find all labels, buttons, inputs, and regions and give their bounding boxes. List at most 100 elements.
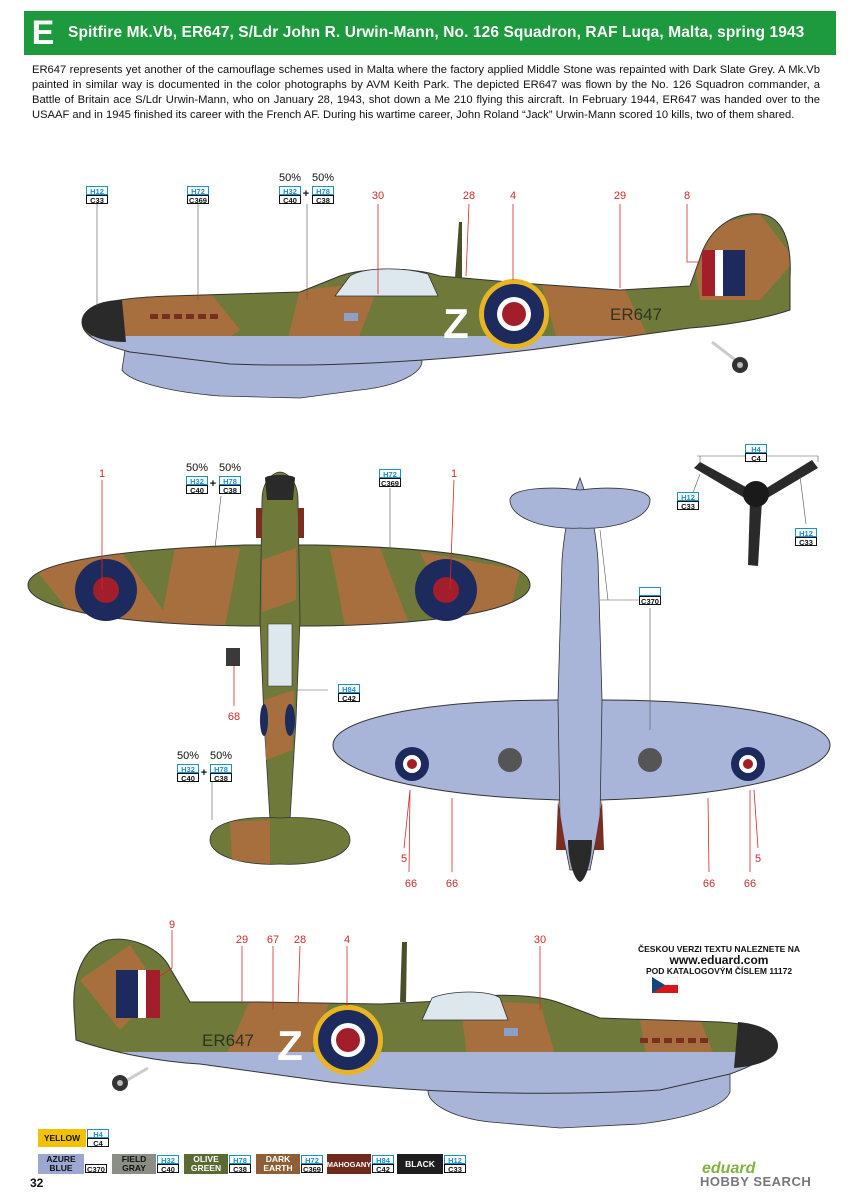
- legend-field-gray: FIELD GRAY: [112, 1154, 156, 1174]
- mix-mid-plus: +: [210, 478, 216, 490]
- note-line-1: ČESKOU VERZI TEXTU NALEZNETE NA: [638, 944, 800, 954]
- gray-leader-lines: [96, 204, 819, 820]
- legend-earth-h: H72: [301, 1155, 323, 1165]
- code-h72-mid: H72: [379, 469, 401, 479]
- mix-top-a: 50%: [279, 172, 301, 184]
- code-c42-mid: C42: [338, 693, 360, 703]
- czech-flag-icon: [652, 977, 678, 993]
- code-c38-top: C38: [312, 195, 334, 205]
- code-blank-under: [639, 587, 661, 596]
- legend-earth-1: DARK: [265, 1154, 291, 1164]
- history-description: ER647 represents yet another of the camo…: [32, 64, 820, 121]
- code-c40-low: C40: [177, 773, 199, 783]
- side-profile-left: Z ER647: [81, 213, 791, 399]
- hobby-search-watermark: HOBBY SEARCH: [700, 1174, 812, 1189]
- code-c369-mid: C369: [379, 478, 401, 488]
- mix-low-a: 50%: [177, 750, 199, 762]
- callout-1-right: 1: [451, 468, 457, 480]
- callout-4: 4: [510, 190, 516, 202]
- legend-azure-1: AZURE: [46, 1154, 76, 1164]
- note-url: www.eduard.com: [669, 953, 769, 967]
- eduard-logo: eduard: [702, 1160, 756, 1177]
- code-h72-top: H72: [187, 186, 209, 196]
- code-h78-low: H78: [210, 764, 232, 774]
- scheme-title: Spitfire Mk.Vb, ER647, S/Ldr John R. Urw…: [68, 24, 805, 41]
- code-c38-mid: C38: [219, 485, 241, 495]
- code-h12-spinner: H12: [86, 186, 108, 196]
- eduard-czech-note: ČESKOU VERZI TEXTU NALEZNETE NA www.edua…: [612, 944, 826, 977]
- code-letter-top: Z: [443, 300, 469, 347]
- legend-azure-blue: AZURE BLUE: [38, 1154, 84, 1174]
- legend-earth-c: C369: [301, 1164, 323, 1174]
- mix-low-plus: +: [201, 767, 207, 779]
- code-h78-top: H78: [312, 186, 334, 196]
- callout-66-b: 66: [446, 878, 458, 890]
- mix-top-b: 50%: [312, 172, 334, 184]
- scheme-letter: E: [31, 13, 55, 52]
- serial-bottom: ER647: [202, 1031, 254, 1050]
- legend-yellow-c: C4: [87, 1138, 109, 1148]
- code-h84-mid: H84: [338, 684, 360, 694]
- code-h78-mid: H78: [219, 476, 241, 486]
- legend-mahogany-c: C42: [372, 1164, 394, 1174]
- legend-mahogany-h: H84: [372, 1155, 394, 1165]
- code-c33-spinner: C33: [86, 195, 108, 205]
- code-c4-prop: C4: [745, 453, 767, 463]
- code-h4-prop: H4: [745, 444, 767, 454]
- legend-black-h: H12: [444, 1155, 466, 1165]
- red-leader-lines: [101, 203, 759, 1010]
- legend-olive-h: H78: [229, 1155, 251, 1165]
- serial-top: ER647: [610, 305, 662, 324]
- plan-view-top: [27, 471, 531, 865]
- mix-labels: 50% 50% + 50% 50% + 50% 50% +: [177, 172, 334, 779]
- code-c33-prop-a: C33: [677, 501, 699, 511]
- callout-5-left: 5: [401, 853, 407, 865]
- callout-1-left: 1: [99, 468, 105, 480]
- code-h32-top: H32: [279, 186, 301, 196]
- code-h12-prop-a: H12: [677, 492, 699, 502]
- legend-azure-2: BLUE: [49, 1163, 73, 1173]
- callout-66-a: 66: [405, 878, 417, 890]
- callout-30: 30: [372, 190, 384, 202]
- callout-5-right: 5: [755, 853, 761, 865]
- legend-olive-c: C38: [229, 1164, 251, 1174]
- callout-28-b: 28: [294, 934, 306, 946]
- mix-mid-a: 50%: [186, 462, 208, 474]
- callout-4-b: 4: [344, 934, 350, 946]
- mix-top-plus: +: [303, 188, 309, 200]
- code-c40-mid: C40: [186, 485, 208, 495]
- callout-29-b: 29: [236, 934, 248, 946]
- mix-low-b: 50%: [210, 750, 232, 762]
- legend-dark-earth: DARK EARTH: [256, 1154, 300, 1174]
- code-c40-top: C40: [279, 195, 301, 205]
- code-h32-mid: H32: [186, 476, 208, 486]
- callout-8: 8: [684, 190, 690, 202]
- code-c33-prop-b: C33: [795, 537, 817, 547]
- legend-black: BLACK: [397, 1154, 443, 1174]
- plan-view-underside: [332, 476, 831, 882]
- legend-earth-2: EARTH: [263, 1163, 293, 1173]
- callout-67: 67: [267, 934, 279, 946]
- legend-field-h: H32: [157, 1155, 179, 1165]
- propeller-view: [694, 460, 818, 566]
- callout-68: 68: [228, 711, 240, 723]
- code-c38-low: C38: [210, 773, 232, 783]
- legend-yellow: YELLOW: [38, 1129, 86, 1147]
- mix-mid-b: 50%: [219, 462, 241, 474]
- legend-mahogany: MAHOGANY: [327, 1154, 371, 1174]
- callout-29: 29: [614, 190, 626, 202]
- callout-numbers: 30 28 4 29 8 1 1 68 5 5 66 66 66 66 9 29…: [99, 190, 761, 946]
- legend-black-c: C33: [444, 1164, 466, 1174]
- code-h32-low: H32: [177, 764, 199, 774]
- legend-azure-c: C370: [85, 1164, 107, 1174]
- legend-olive-green: OLIVE GREEN: [184, 1154, 228, 1174]
- legend-field-1: FIELD: [121, 1154, 147, 1164]
- callout-9: 9: [169, 919, 175, 931]
- note-line-2: POD KATALOGOVÝM ČÍSLEM 11172: [645, 966, 793, 976]
- title-banner: E Spitfire Mk.Vb, ER647, S/Ldr John R. U…: [24, 11, 836, 55]
- code-c369-top: C369: [187, 195, 209, 205]
- callout-66-d: 66: [744, 878, 756, 890]
- legend-field-c: C40: [157, 1164, 179, 1174]
